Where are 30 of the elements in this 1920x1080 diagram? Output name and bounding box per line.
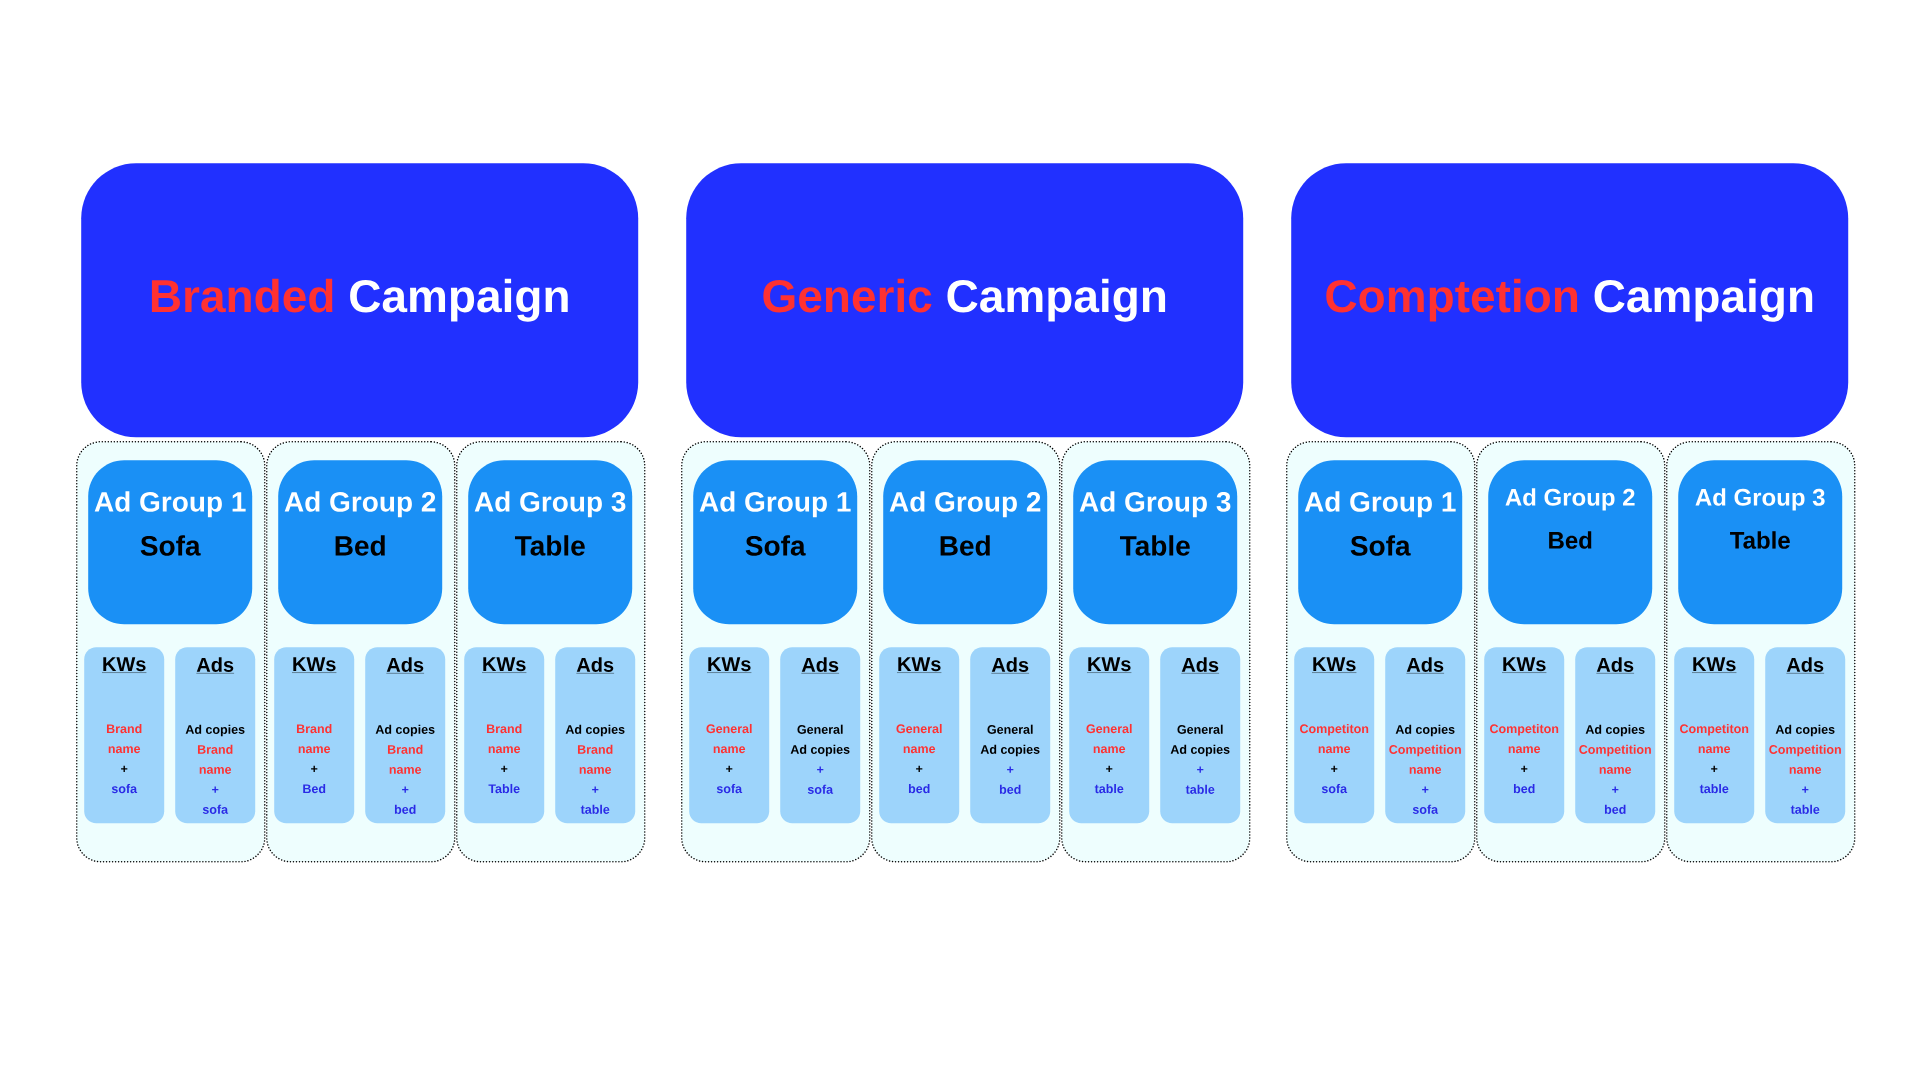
ad-group-box: Ad Group 3 Table bbox=[1678, 460, 1843, 625]
ad-group-box: Ad Group 1 Sofa bbox=[1298, 460, 1463, 625]
ads-box: Ads Ad copies Competition name + table bbox=[1765, 647, 1846, 824]
keyword-box: KWs General name + sofa bbox=[689, 647, 770, 824]
campaign-box: Generic Campaign bbox=[686, 163, 1244, 438]
campaign-box: Branded Campaign bbox=[81, 163, 639, 438]
keyword-box: KWs Competiton name + table bbox=[1674, 647, 1755, 824]
ad-group-box: Ad Group 1 Sofa bbox=[88, 460, 253, 625]
keyword-box: KWs Brand name + sofa bbox=[84, 647, 165, 824]
ads-box: Ads General Ad copies + sofa bbox=[780, 647, 861, 824]
ads-box: Ads Ad copies Brand name + sofa bbox=[175, 647, 256, 824]
ads-box: Ads Ad copies Competition name + bed bbox=[1575, 647, 1656, 824]
keyword-box: KWs General name + table bbox=[1069, 647, 1150, 824]
ad-group-box: Ad Group 2 Bed bbox=[1488, 460, 1653, 625]
ad-group-box: Ad Group 3 Table bbox=[468, 460, 633, 625]
ads-box: Ads Ad copies Brand name + bed bbox=[365, 647, 446, 824]
keyword-box: KWs General name + bed bbox=[879, 647, 960, 824]
ads-box: Ads Ad copies Brand name + table bbox=[555, 647, 636, 824]
keyword-box: KWs Competiton name + sofa bbox=[1294, 647, 1375, 824]
ad-group-box: Ad Group 2 Bed bbox=[278, 460, 443, 625]
keyword-box: KWs Brand name + Bed bbox=[274, 647, 355, 824]
ad-group-box: Ad Group 3 Table bbox=[1073, 460, 1238, 625]
ads-box: Ads Ad copies Competition name + sofa bbox=[1385, 647, 1466, 824]
ads-box: Ads General Ad copies + table bbox=[1160, 647, 1241, 824]
keyword-box: KWs Brand name + Table bbox=[464, 647, 545, 824]
ad-group-box: Ad Group 1 Sofa bbox=[693, 460, 858, 625]
campaign-box: Comptetion Campaign bbox=[1291, 163, 1849, 438]
ad-group-box: Ad Group 2 Bed bbox=[883, 460, 1048, 625]
ads-box: Ads General Ad copies + bed bbox=[970, 647, 1051, 824]
keyword-box: KWs Competiton name + bed bbox=[1484, 647, 1565, 824]
